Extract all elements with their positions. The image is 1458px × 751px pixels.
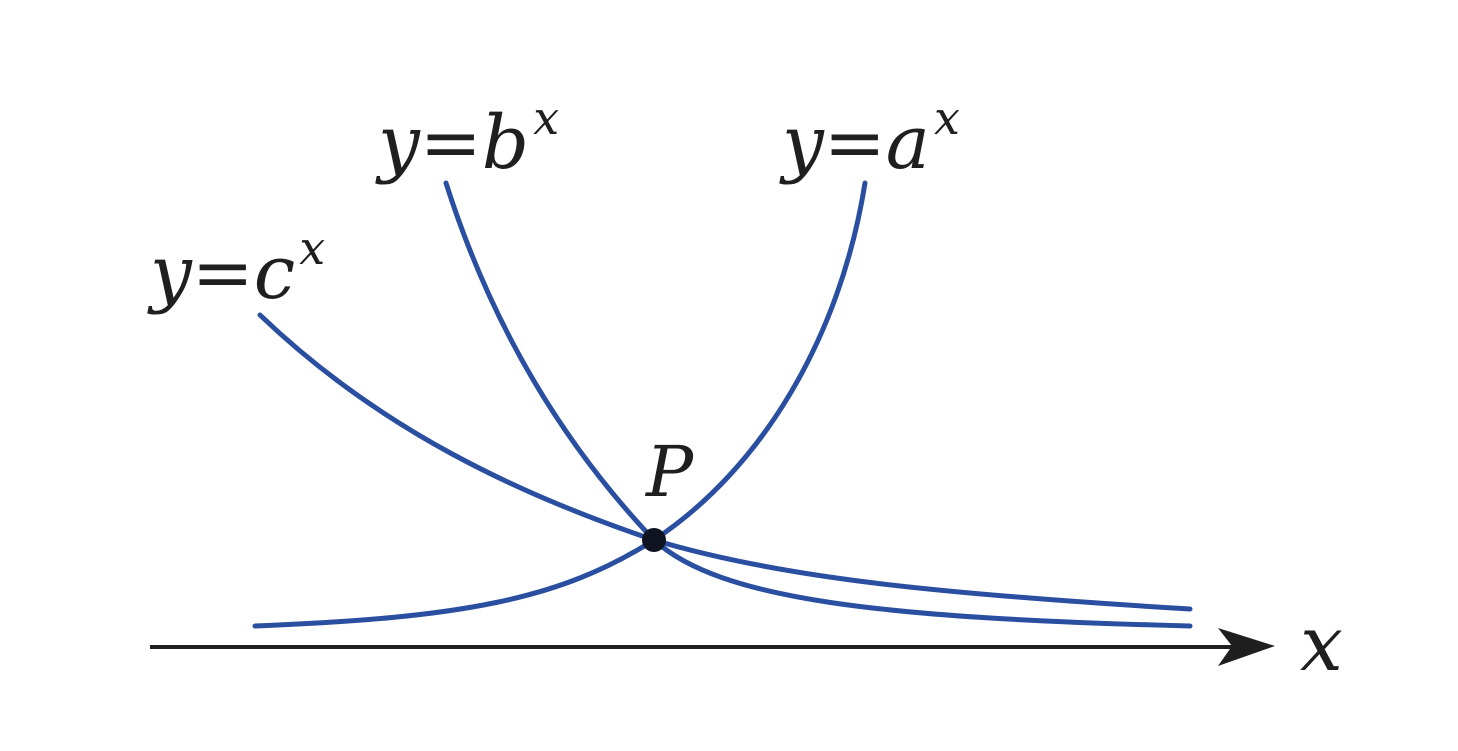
curve-b [443,180,1193,629]
curve-b-label: y=bx [375,91,559,186]
point-p-label: P [644,431,695,513]
curve-c-label: y=cx [147,221,325,316]
curve-c-label-exponent: x [299,221,325,275]
curve-a-label-base: y=a [779,100,930,186]
curve-b-label-base: y=b [375,100,529,186]
curve-b-label-exponent: x [533,91,559,145]
x-axis-arrow [1218,628,1275,666]
curve-c-label-base: y=c [147,230,295,316]
point-p-dot [642,528,666,552]
curve-a [252,180,868,629]
curve-a-label: y=ax [779,91,960,186]
curve-c [257,312,1193,612]
curve-a-label-exponent: x [934,91,960,145]
x-axis-label: x [1300,599,1343,688]
